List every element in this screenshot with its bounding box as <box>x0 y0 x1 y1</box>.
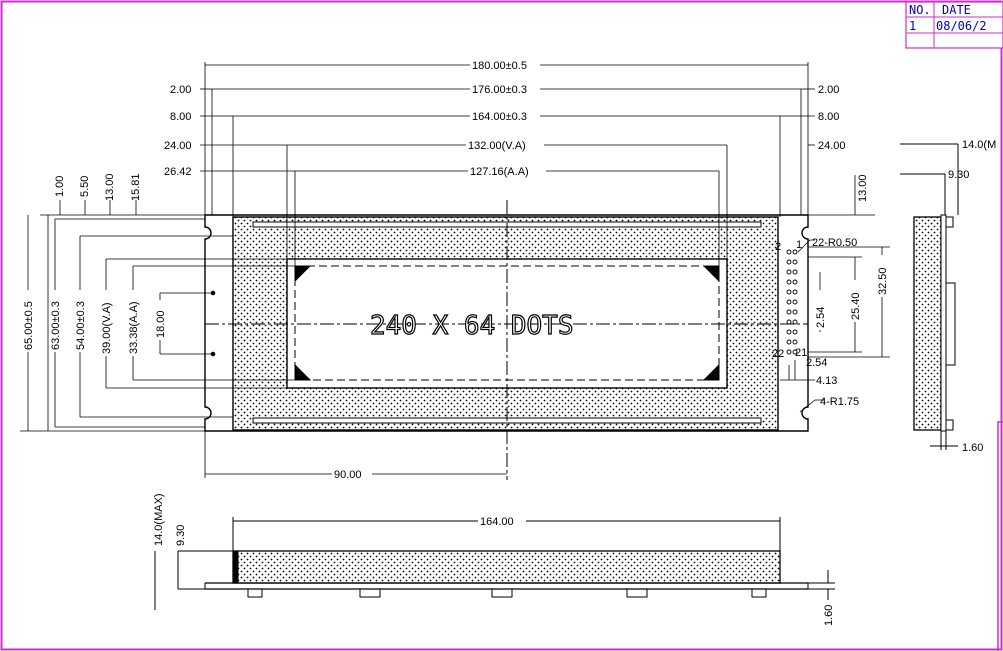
bottom-side-view <box>154 517 835 610</box>
title-block: NO. DATE 1 08/06/2 <box>905 1 1003 49</box>
dim-right-24: 24.00 <box>818 140 846 152</box>
dim-viewing-area-width: 132.00(V.A) <box>468 140 526 152</box>
dim-bottom-9-30: 9.30 <box>175 525 187 546</box>
dim-max-thickness: 14.0(MAX) <box>153 493 165 546</box>
dim-v-13: 13.00 <box>104 173 116 201</box>
title-block-date-header: DATE <box>942 3 971 17</box>
title-block-row-no: 1 <box>909 19 916 33</box>
pin-1-label: 1 <box>796 239 802 251</box>
dim-176: 176.00±0.3 <box>472 84 527 96</box>
front-view <box>204 200 809 480</box>
dim-63: 63.00±0.3 <box>50 301 62 350</box>
dim-active-area-height: 33.38(A.A) <box>128 301 140 354</box>
side-max-thickness: 14.0(M <box>962 139 996 151</box>
dim-left-8: 8.00 <box>170 111 191 123</box>
dim-left-26: 26.42 <box>164 166 192 178</box>
dim-v-5: 5.50 <box>79 176 91 197</box>
side-1-60: 1.60 <box>962 442 983 454</box>
dim-54: 54.00±0.3 <box>75 301 87 350</box>
dim-right-13: 13.00 <box>857 174 869 202</box>
dim-v-15: 15.81 <box>130 173 142 201</box>
title-block-no-header: NO. <box>909 3 931 17</box>
top-dimension-labels: 180.00±0.5 176.00±0.3 164.00±0.3 132.00(… <box>164 59 846 178</box>
dim-right-8: 8.00 <box>818 111 839 123</box>
pin-22-label: 22 <box>772 348 784 360</box>
title-block-row-date: 08/06/2 <box>936 19 987 33</box>
dim-left-24: 24.00 <box>164 140 192 152</box>
dim-right-2: 2.00 <box>818 84 839 96</box>
dim-pin-pitch: 2.54 <box>815 307 827 328</box>
dim-overall-height: 65.00±0.5 <box>23 301 35 350</box>
right-side-view <box>900 143 959 450</box>
pin-21-label: 21 <box>795 347 807 359</box>
dim-bottom-164: 164.00 <box>480 516 514 528</box>
left-dimension-labels: 1.00 5.50 13.00 15.81 65.00±0.5 63.00±0.… <box>22 173 167 356</box>
dim-bottom-1-60: 1.60 <box>823 605 835 626</box>
dim-2-54: 2.54 <box>806 357 827 369</box>
dim-164: 164.00±0.3 <box>472 111 527 123</box>
dim-left-2: 2.00 <box>170 84 191 96</box>
dim-overall-width: 180.00±0.5 <box>472 60 527 72</box>
notes-frame <box>997 421 1003 651</box>
dim-active-area-width: 127.16(A.A) <box>470 166 529 178</box>
dim-4-13: 4.13 <box>816 375 837 387</box>
side-9-30: 9.30 <box>948 169 969 181</box>
dim-90: 90.00 <box>334 469 362 481</box>
dim-25-40: 25.40 <box>850 292 862 320</box>
pin-2-label: 2 <box>775 241 781 253</box>
dim-v-1: 1.00 <box>54 176 66 197</box>
dots-resolution-label: 240 X 64 DOTS <box>370 311 574 341</box>
dim-pin-radius: 22-R0.50 <box>812 237 857 249</box>
right-dimension-labels: 13.00 22-R0.50 2 1 22 21 2.54 25.40 32.5… <box>772 174 889 408</box>
dim-corner-radius: 4-R1.75 <box>820 396 859 408</box>
dim-18: 18.00 <box>155 310 167 338</box>
dim-viewing-area-height: 39.00(V.A) <box>101 302 113 354</box>
dim-32-50: 32.50 <box>877 267 889 295</box>
